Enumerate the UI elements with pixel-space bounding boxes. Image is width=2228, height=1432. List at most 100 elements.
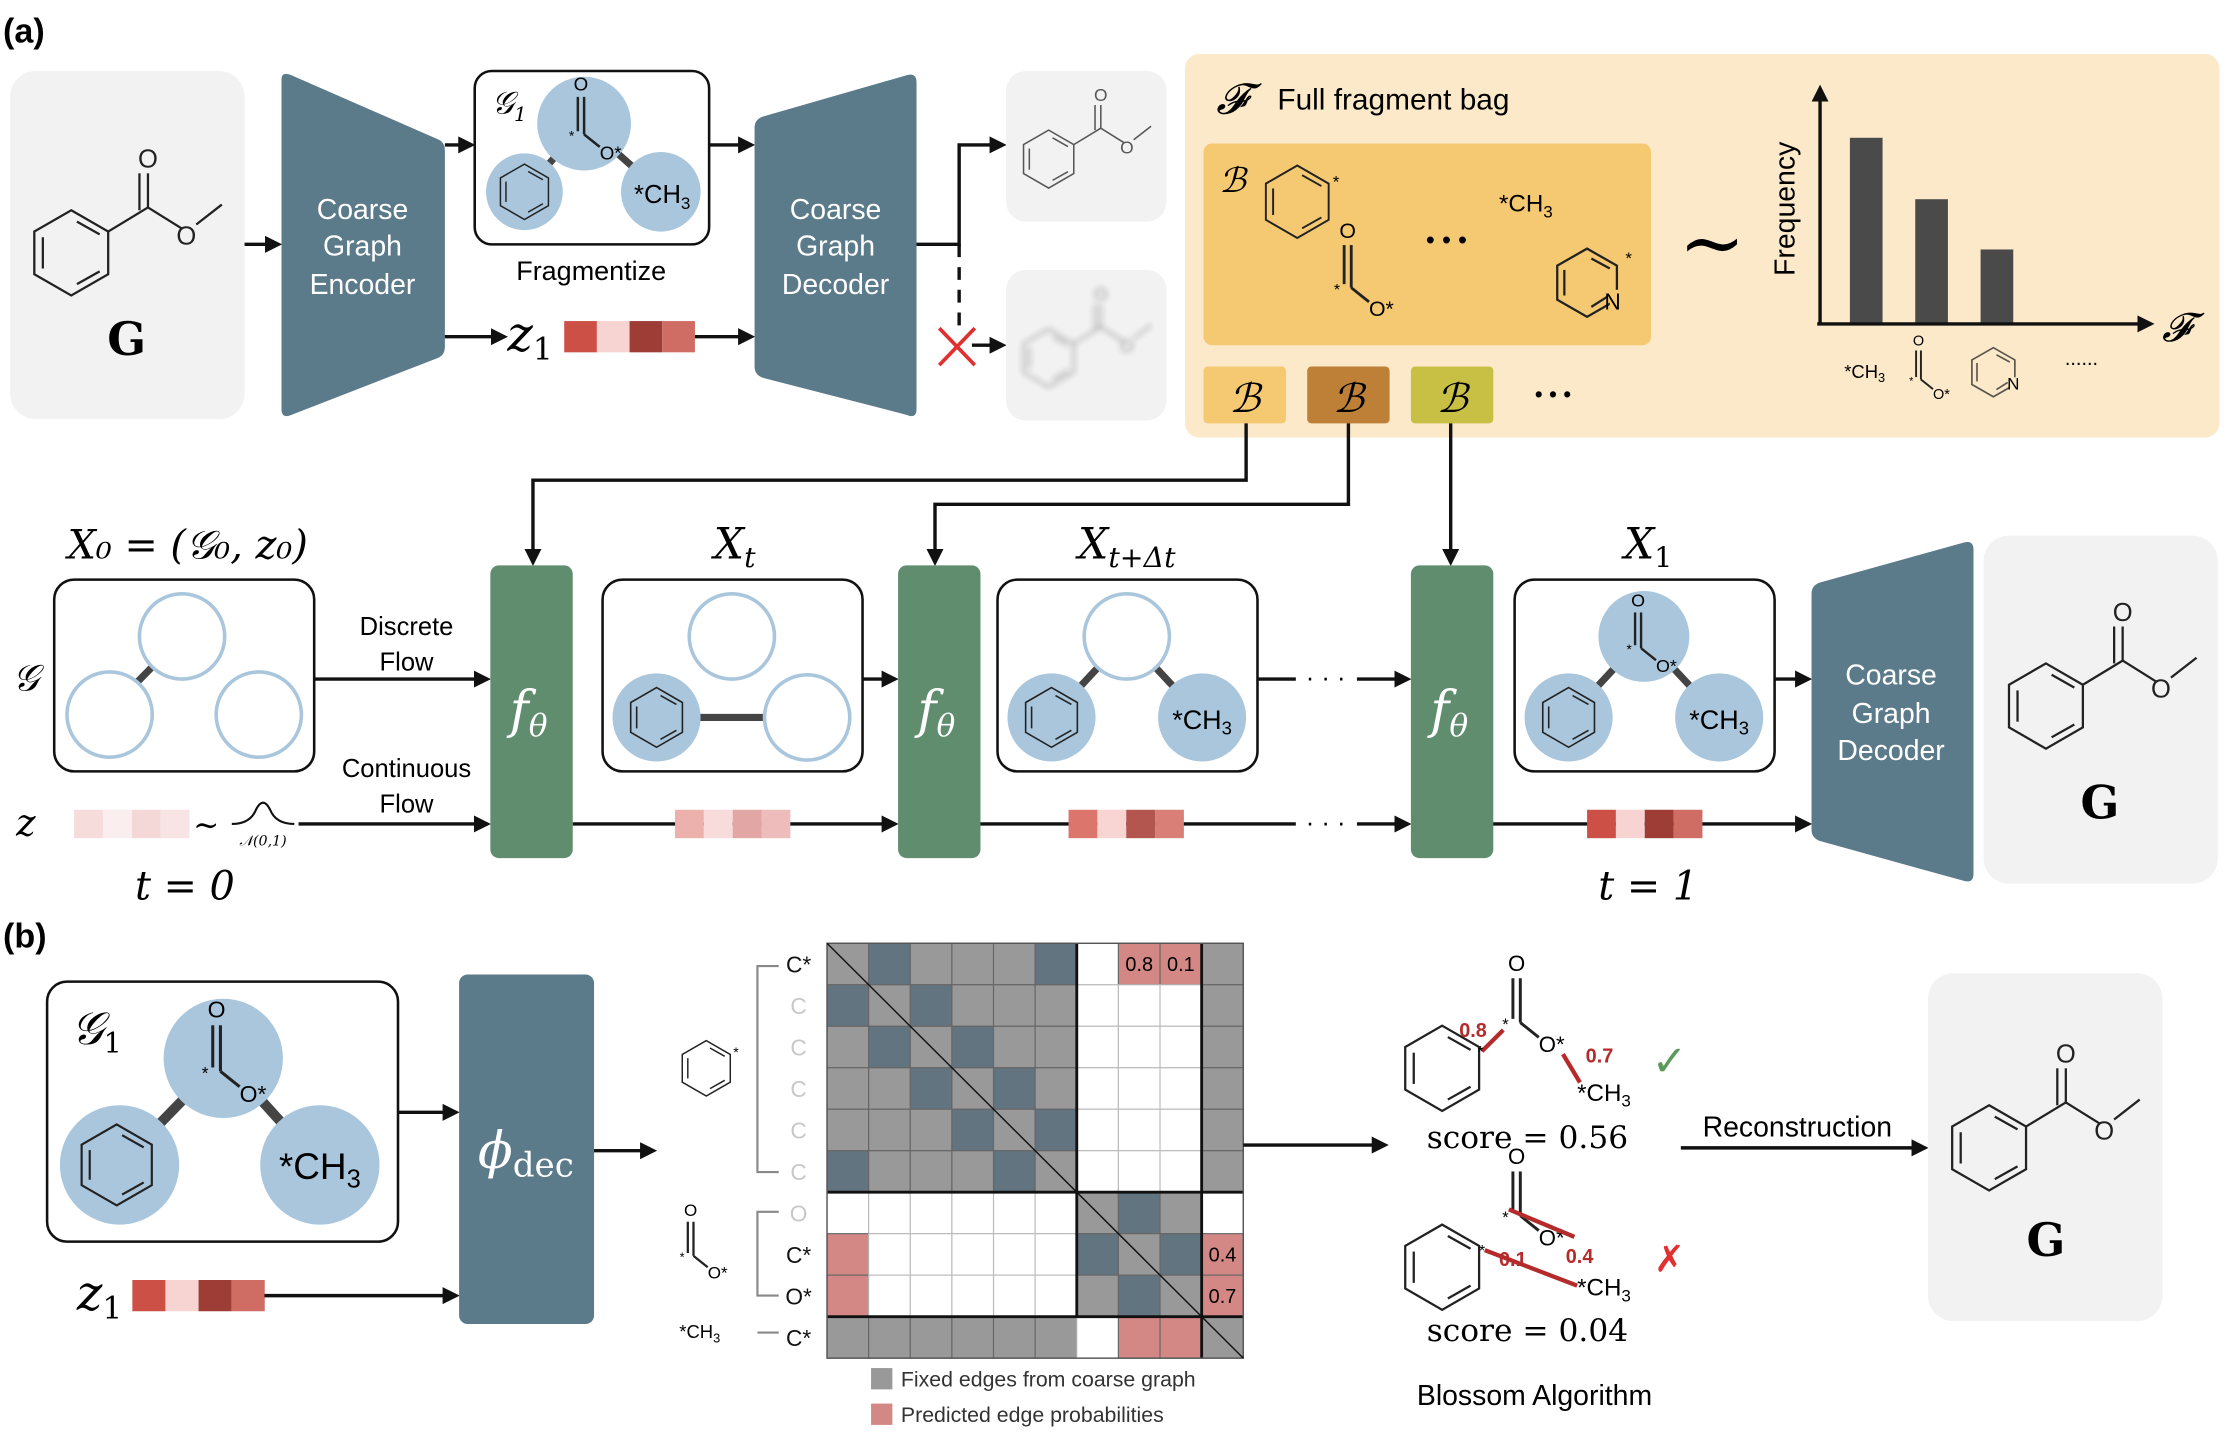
- matrix-cell: [909, 1067, 953, 1110]
- matrix-row-label: C: [790, 993, 806, 1019]
- z1b-cell: [132, 1279, 166, 1312]
- matrix-cell: [1076, 1025, 1119, 1069]
- matrix-cell: [826, 1150, 870, 1193]
- svg-text:0.4: 0.4: [1566, 1246, 1594, 1268]
- matrix-cell: [1159, 1191, 1203, 1235]
- matrix-cell: [951, 1316, 995, 1359]
- svg-text:• • •: • • •: [1426, 227, 1467, 255]
- more-bags-ellipsis: • • •: [1535, 381, 1572, 407]
- bag-tile-symbol: ℬ: [1229, 376, 1263, 422]
- svg-text:· · ·: · · ·: [1306, 664, 1346, 692]
- matrix-cell: [1201, 984, 1244, 1027]
- input-graph-label: G: [107, 312, 146, 366]
- matrix-cell: [1117, 1108, 1161, 1152]
- bag-tile-symbol: ℬ: [1333, 376, 1367, 422]
- z1-cell: [629, 321, 663, 353]
- matrix-cell: [1159, 1316, 1203, 1359]
- svg-text:· · ·: · · ·: [1306, 809, 1346, 837]
- panel-a-label: (a): [3, 13, 45, 51]
- svg-text:Flow: Flow: [380, 649, 435, 677]
- matrix-cell: [1034, 1108, 1078, 1152]
- valid-output-box: [1006, 71, 1167, 222]
- coarse-graph-g1-b: *CH3 𝒢1: [45, 980, 400, 1243]
- latent-z1-label-b: z1: [76, 1266, 122, 1327]
- fragment-node-benzene: [486, 153, 563, 231]
- matrix-cell: [1034, 1025, 1078, 1069]
- z1b-cell: [165, 1279, 199, 1312]
- matrix-border: [826, 942, 1244, 1359]
- matrix-row-label: C*: [786, 1242, 811, 1268]
- svg-text:*: *: [1478, 1044, 1484, 1061]
- matrix-cell: [826, 1067, 870, 1110]
- svg-text:*CH3: *CH3: [279, 1146, 361, 1194]
- reconstruction-label: Reconstruction: [1703, 1112, 1892, 1144]
- z1-flow-cell: [1615, 809, 1645, 839]
- svg-text:*: *: [733, 1045, 739, 1061]
- carboxyl-row-icon: [678, 1199, 730, 1284]
- matrix-cell: [826, 1274, 870, 1318]
- svg-text:*CH3: *CH3: [1499, 191, 1553, 222]
- matrix-cell: [826, 1191, 870, 1235]
- matrix-cell: [1159, 984, 1203, 1027]
- z0-cell: [131, 809, 161, 839]
- gaussian-curve-icon: [231, 801, 295, 826]
- matrix-cell: [1159, 1067, 1203, 1110]
- z0-cell: [160, 809, 190, 839]
- matrix-cell-value: 0.8: [1125, 954, 1153, 976]
- matrix-cell: [951, 984, 995, 1027]
- matrix-cell: [951, 1233, 995, 1276]
- z1b-cell: [198, 1279, 232, 1312]
- legend-label: Predicted edge probabilities: [901, 1403, 1164, 1427]
- matrix-cell: [826, 1316, 870, 1359]
- matrix-cell: [909, 1150, 953, 1193]
- matrix-cell: [909, 1191, 953, 1235]
- z1-cell: [662, 321, 695, 353]
- fragment-node-methyl: [621, 152, 701, 232]
- graph-state-xtdt: *CH3: [996, 578, 1259, 773]
- matrix-cell: [909, 1233, 953, 1276]
- matrix-cell: [868, 1150, 911, 1193]
- matrix-cell: [1034, 984, 1078, 1027]
- bag-tile: [1410, 366, 1494, 424]
- matrix-row-label: O: [790, 1200, 808, 1226]
- ztdt-cell: [1155, 809, 1184, 839]
- graph-state-x0: [52, 578, 316, 773]
- z1b-cell: [231, 1279, 265, 1312]
- matrix-cell: [951, 1274, 995, 1318]
- matrix-row-label: O*: [785, 1283, 812, 1309]
- sample-bag: [1203, 143, 1651, 346]
- svg-text:*CH3: *CH3: [634, 181, 690, 213]
- matrix-cell: [992, 1316, 1036, 1359]
- candidate-1: *CH3 * 0.8 0.7 score = 0.56 ✓: [1404, 949, 1687, 1156]
- histogram-bar: [1980, 249, 2014, 324]
- z1-flow-cell: [1587, 809, 1616, 839]
- matrix-cell: [1076, 984, 1119, 1027]
- f-theta-block: [1410, 565, 1494, 859]
- bag-tile-symbol: ℬ: [1436, 376, 1470, 422]
- matrix-diagonal: [826, 942, 1244, 1359]
- matrix-cell-value: 0.4: [1209, 1245, 1237, 1267]
- svg-text:*: *: [1479, 1243, 1485, 1260]
- bag-tile: [1203, 366, 1286, 424]
- legend-label: Fixed edges from coarse graph: [901, 1368, 1196, 1392]
- zt-cell: [675, 809, 704, 839]
- matrix-cell: [951, 1108, 995, 1152]
- matrix-cell: [1117, 1274, 1161, 1318]
- matrix-cell: [1034, 942, 1078, 986]
- svg-text:G: G: [2081, 775, 2120, 829]
- svg-text:Coarse: Coarse: [790, 194, 882, 226]
- f-theta-label: fθ: [506, 681, 548, 744]
- xtdt-label: Xt+Δt: [1075, 519, 1176, 574]
- histogram-bar: [1849, 137, 1883, 324]
- panel-b-label: (b): [3, 918, 47, 956]
- matrix-cell: [1034, 1233, 1078, 1276]
- matrix-cell: [992, 1025, 1036, 1069]
- svg-text:𝒩(0,1): 𝒩(0,1): [239, 833, 286, 849]
- matrix-cell: [909, 1316, 953, 1359]
- z1-flow-cell: [1644, 809, 1674, 839]
- matrix-cell: [868, 1025, 911, 1069]
- matrix-cell: [1076, 1233, 1119, 1276]
- tilde-symbol: ∼: [1679, 196, 1746, 289]
- matrix-cell: [868, 1316, 911, 1359]
